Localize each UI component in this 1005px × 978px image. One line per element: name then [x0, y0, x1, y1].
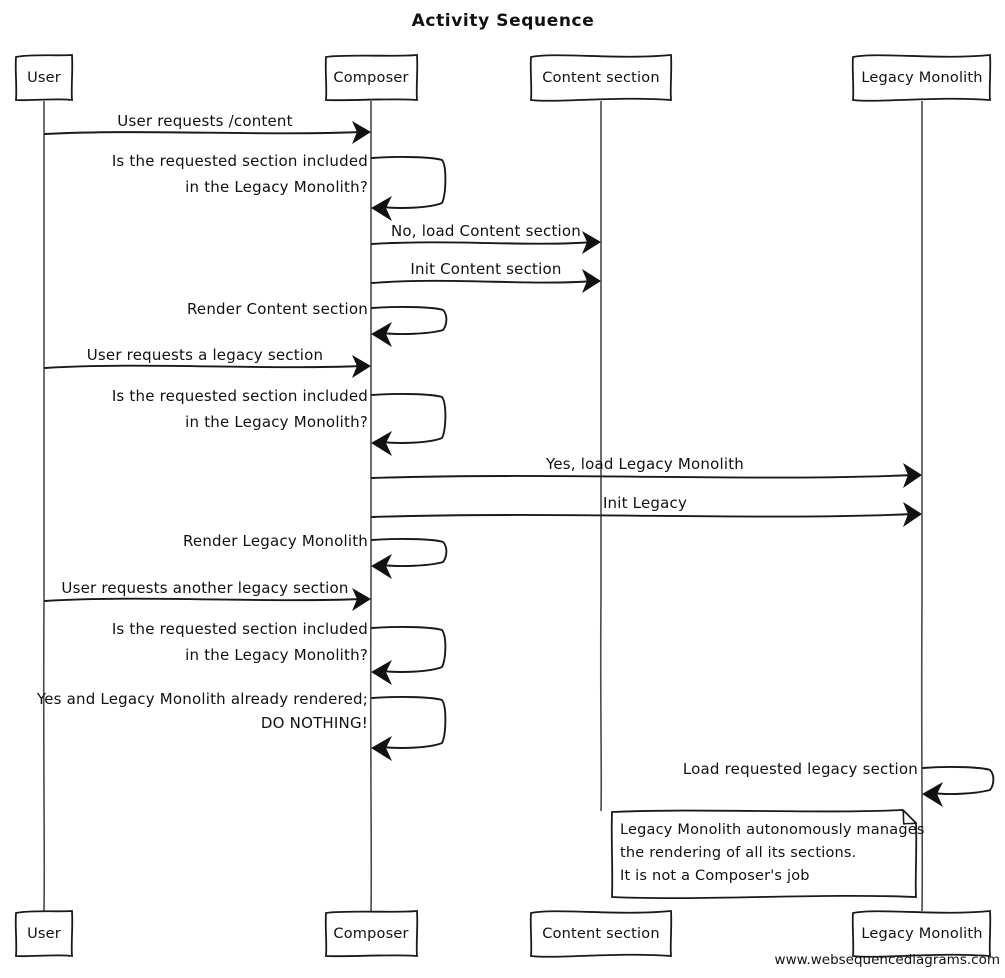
message-composer-self-check-1[interactable]: Is the requested section included in the… [112, 152, 447, 221]
note-line-1: Legacy Monolith autonomously manages [620, 822, 925, 838]
arrow-head-icon [371, 736, 392, 761]
note-folded-corner-icon [902, 809, 917, 825]
actor-header-composer[interactable]: Composer [324, 54, 419, 102]
message-label: User requests /content [117, 112, 292, 130]
message-label: User requests another legacy section [61, 579, 348, 597]
message-init-legacy[interactable]: Init Legacy [371, 494, 922, 527]
actor-box-content-bottom [529, 910, 673, 958]
message-label: User requests a legacy section [87, 346, 324, 364]
note-line-3: It is not a Composer's job [620, 868, 810, 884]
actor-header-content[interactable]: Content section [529, 54, 673, 102]
arrow-head-icon [371, 660, 392, 685]
message-legacy-self-load-section[interactable]: Load requested legacy section [683, 760, 995, 807]
message-label-line1: Yes and Legacy Monolith already rendered… [36, 690, 368, 708]
lifeline-legacy [920, 100, 924, 912]
message-init-content-section[interactable]: Init Content section [371, 260, 601, 293]
arrow-head-icon [371, 431, 392, 456]
self-loop-path [371, 306, 448, 335]
message-label: No, load Content section [391, 222, 581, 240]
message-label: Init Content section [410, 260, 561, 278]
actor-footer-user[interactable]: User [14, 910, 74, 958]
arrow-head-icon [903, 463, 922, 488]
message-user-requests-legacy-section[interactable]: User requests a legacy section [44, 346, 371, 378]
message-line [371, 474, 915, 479]
actor-box-content-top [529, 54, 673, 102]
message-label-line2: in the Legacy Monolith? [185, 646, 368, 664]
actor-box-composer-top [324, 54, 419, 102]
actor-label-legacy-bottom: Legacy Monolith [861, 926, 982, 942]
message-line [44, 364, 364, 369]
message-line [371, 279, 594, 284]
message-user-requests-content[interactable]: User requests /content [44, 112, 371, 144]
arrow-head-icon [352, 355, 371, 378]
actor-footer-legacy[interactable]: Legacy Monolith [851, 910, 992, 958]
arrow-head-icon [352, 588, 371, 611]
message-composer-self-do-nothing[interactable]: Yes and Legacy Monolith already rendered… [36, 690, 447, 761]
self-loop-path [371, 538, 448, 567]
message-line [44, 131, 364, 135]
actor-label-user-top: User [27, 70, 61, 86]
message-label-line1: Is the requested section included [112, 387, 368, 405]
message-composer-self-render-legacy[interactable]: Render Legacy Monolith [183, 532, 448, 579]
note-box-shape [610, 809, 918, 900]
actor-header-user[interactable]: User [14, 54, 74, 102]
actor-footer-composer[interactable]: Composer [324, 910, 419, 958]
message-label-line1: Is the requested section included [112, 152, 368, 170]
actor-header-legacy[interactable]: Legacy Monolith [851, 54, 992, 102]
message-label-line1: Render Content section [187, 300, 368, 318]
message-label: Yes, load Legacy Monolith [545, 455, 744, 473]
note-legacy-monolith-autonomy[interactable]: Legacy Monolith autonomously manages the… [610, 809, 925, 900]
arrow-head-icon [371, 554, 392, 579]
page-title: Activity Sequence [412, 11, 595, 31]
actor-box-user-bottom [14, 910, 74, 958]
message-line [44, 597, 364, 602]
self-loop-path [371, 696, 447, 749]
self-loop-path [371, 393, 447, 444]
arrow-head-icon [922, 782, 943, 807]
actor-box-legacy-top [851, 54, 992, 102]
message-label-line2: DO NOTHING! [261, 714, 368, 732]
arrow-head-icon [582, 269, 601, 293]
message-yes-load-legacy-monolith[interactable]: Yes, load Legacy Monolith [371, 455, 922, 488]
self-loop-path [371, 626, 447, 673]
lifeline-user [42, 100, 46, 912]
lifelines [42, 100, 924, 912]
actor-box-user-top [14, 54, 74, 102]
actor-box-composer-bottom [324, 910, 419, 958]
footer-watermark: www.websequencediagrams.com [775, 952, 1000, 968]
arrow-head-icon [371, 196, 392, 221]
actor-label-composer-bottom: Composer [333, 926, 408, 942]
message-label-line1: Render Legacy Monolith [183, 532, 368, 550]
actor-label-composer-top: Composer [333, 70, 408, 86]
actor-footer-content[interactable]: Content section [529, 910, 673, 958]
actor-label-legacy-top: Legacy Monolith [861, 70, 982, 86]
actor-label-content-top: Content section [542, 70, 660, 86]
self-loop-path [371, 156, 447, 209]
arrow-head-icon [352, 121, 371, 144]
message-line [371, 241, 594, 245]
message-composer-self-check-2[interactable]: Is the requested section included in the… [112, 387, 447, 456]
message-line [371, 513, 915, 518]
arrow-head-icon [582, 231, 601, 254]
message-label-line2: in the Legacy Monolith? [185, 413, 368, 431]
message-label-line2: in the Legacy Monolith? [185, 178, 368, 196]
note-line-2: the rendering of all its sections. [620, 845, 856, 861]
message-label-line1: Is the requested section included [112, 620, 368, 638]
message-composer-self-render-content[interactable]: Render Content section [187, 300, 448, 347]
actor-label-user-bottom: User [27, 926, 61, 942]
message-no-load-content-section[interactable]: No, load Content section [371, 222, 601, 254]
arrow-head-icon [903, 502, 922, 527]
actor-label-content-bottom: Content section [542, 926, 660, 942]
message-user-requests-another-legacy-section[interactable]: User requests another legacy section [44, 579, 371, 611]
lifeline-content [599, 100, 603, 812]
actor-box-legacy-bottom [851, 910, 992, 958]
arrow-head-icon [371, 322, 392, 347]
message-composer-self-check-3[interactable]: Is the requested section included in the… [112, 620, 447, 685]
message-label-line1: Load requested legacy section [683, 760, 918, 778]
message-label: Init Legacy [603, 494, 687, 512]
lifeline-composer [369, 100, 373, 912]
self-loop-path [922, 766, 995, 795]
